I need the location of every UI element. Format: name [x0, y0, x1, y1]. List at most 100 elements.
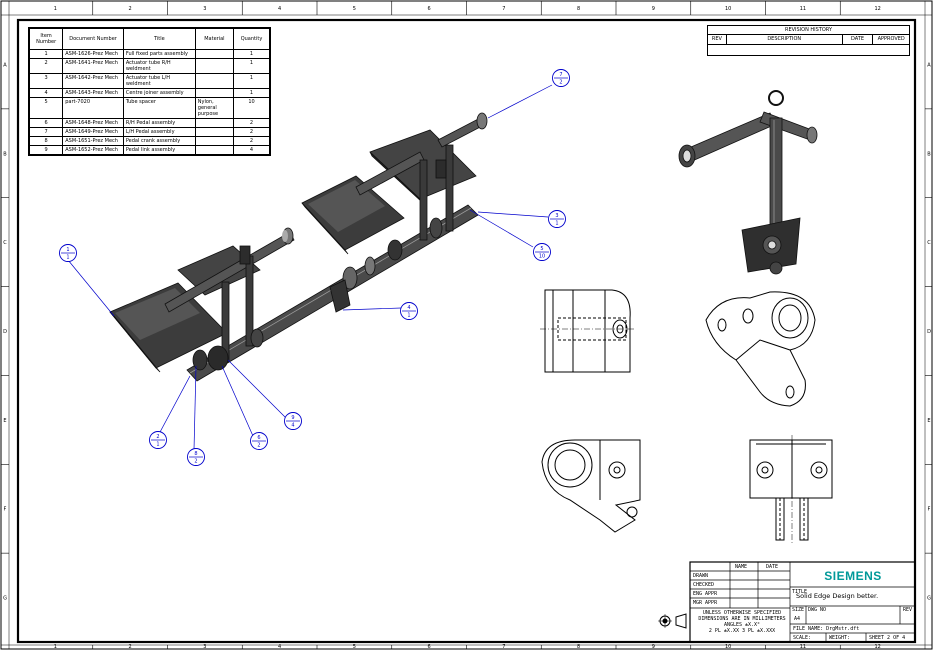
siemens-logo: SIEMENS — [824, 569, 882, 583]
item-balloon: 72 — [552, 69, 570, 87]
zone-column-label: 9 — [652, 6, 655, 12]
balloon-item-number: 1 — [66, 247, 69, 253]
bom-document-number: ASM-1642-Prez Mech — [62, 73, 124, 89]
tb-weight: WEIGHT: — [829, 635, 851, 641]
balloon-quantity: 2 — [559, 80, 562, 86]
tb-note-line-3: ANGLES ±X.X° — [723, 622, 761, 628]
crank-isometric-view — [678, 90, 818, 275]
balloon-quantity: 2 — [194, 459, 197, 465]
bom-item-number: 5 — [28, 97, 64, 119]
bom-material — [194, 118, 235, 128]
zone-row-label: D — [3, 329, 7, 335]
item-balloon: 94 — [284, 412, 302, 430]
revision-body — [708, 45, 909, 55]
tb-date-header: DATE — [766, 564, 779, 570]
zone-column-label: 2 — [129, 6, 132, 12]
zone-row-label: A — [3, 62, 7, 68]
bom-title: Tube spacer — [122, 97, 196, 119]
zone-row-label: A — [927, 62, 931, 68]
bom-document-number: ASM-1651-Prez Mech — [62, 136, 124, 146]
item-balloon: 21 — [149, 431, 167, 449]
zone-column-label: 3 — [203, 6, 206, 12]
tb-eng-appr: ENG APPR — [693, 591, 718, 597]
zone-column-label: 11 — [800, 644, 806, 650]
balloon-item-number: 3 — [555, 213, 558, 219]
bom-document-number: ASM-1648-Prez Mech — [62, 118, 124, 128]
bom-item-number: 8 — [28, 136, 64, 146]
bom-quantity: 4 — [233, 145, 270, 155]
tb-size-label: SIZE — [792, 607, 805, 613]
zone-column-label: 9 — [652, 644, 655, 650]
leader-lines — [67, 84, 553, 451]
item-balloon: 62 — [250, 432, 268, 450]
zone-row-label: G — [927, 596, 931, 602]
zone-row-label: B — [927, 151, 931, 157]
bom-material — [194, 49, 235, 59]
balloon-item-number: 9 — [291, 415, 294, 421]
zone-column-label: 6 — [428, 644, 431, 650]
zone-row-label: F — [4, 507, 7, 513]
zone-row-label: E — [3, 418, 6, 424]
bom-item-number: 7 — [28, 127, 64, 137]
crank-isometric-detail — [705, 291, 816, 407]
balloon-quantity: 1 — [66, 255, 69, 261]
rear-orthographic-view — [749, 435, 833, 545]
bom-material — [194, 136, 235, 146]
bom-header-row: Item Number Document Number Title Materi… — [28, 28, 270, 50]
revision-header-row: REV DESCRIPTION DATE APPROVED — [708, 35, 909, 45]
bom-document-number: ASM-1641-Prez Mech — [62, 58, 124, 74]
bom-material — [194, 127, 235, 137]
bom-title: L/H Pedal assembly — [122, 127, 196, 137]
tb-rev-label: REV — [903, 607, 913, 613]
bom-document-number: ASM-1652-Prez Mech — [62, 145, 124, 155]
tb-dwg-label: DWG NO — [808, 607, 827, 613]
tb-checked: CHECKED — [693, 582, 715, 588]
balloon-quantity: 1 — [555, 221, 558, 227]
bom-title: Full fixed parts assembly — [122, 49, 196, 59]
bom-header-material: Material — [194, 28, 235, 50]
bom-quantity: 10 — [233, 97, 270, 119]
tb-note-line-4: 2 PL ±X.XX 3 PL ±X.XXX — [708, 628, 776, 634]
zone-column-label: 8 — [577, 6, 580, 12]
bom-header-item: Item Number — [28, 28, 64, 50]
bom-title: Pedal crank assembly — [122, 136, 196, 146]
zone-column-label: 5 — [353, 644, 356, 650]
zone-column-label: 6 — [428, 6, 431, 12]
bom-title: Pedal link assembly — [122, 145, 196, 155]
balloon-quantity: 1 — [407, 313, 410, 319]
zone-column-label: 12 — [874, 644, 880, 650]
bom-item-number: 4 — [28, 88, 64, 98]
zone-column-label: 1 — [54, 644, 57, 650]
bom-title: Actuator tube L/H weldment — [122, 73, 196, 89]
tb-scale: SCALE: — [793, 635, 812, 641]
tb-size-value: A4 — [794, 616, 801, 622]
projection-symbol-icon — [658, 613, 687, 629]
bom-quantity: 1 — [233, 58, 270, 74]
revision-history-title: REVISION HISTORY — [708, 26, 909, 35]
item-balloon: 11 — [59, 244, 77, 262]
tb-mgr-appr: MGR APPR — [693, 600, 718, 606]
bom-document-number: ASM-1626-Prez Mech — [62, 49, 124, 59]
revision-history-table: REVISION HISTORY REV DESCRIPTION DATE AP… — [707, 25, 910, 56]
item-balloon: 31 — [548, 210, 566, 228]
inner-border — [16, 18, 917, 644]
bom-title: R/H Pedal assembly — [122, 118, 196, 128]
bom-quantity: 2 — [233, 136, 270, 146]
tb-tolerance-note: UNLESS OTHERWISE SPECIFIED DIMENSIONS AR… — [698, 610, 786, 634]
balloon-item-number: 4 — [407, 305, 410, 311]
zone-row-label: C — [927, 240, 931, 246]
zone-column-label: 3 — [203, 644, 206, 650]
tb-note-line-2: DIMENSIONS ARE IN MILLIMETERS — [698, 616, 786, 622]
bom-material — [194, 145, 235, 155]
bom-quantity: 1 — [233, 73, 270, 89]
tb-sheet: SHEET 2 OF 4 — [869, 635, 906, 641]
bill-of-materials-table: Item Number Document Number Title Materi… — [28, 27, 271, 156]
zone-column-label: 2 — [129, 644, 132, 650]
bom-material — [194, 73, 235, 89]
